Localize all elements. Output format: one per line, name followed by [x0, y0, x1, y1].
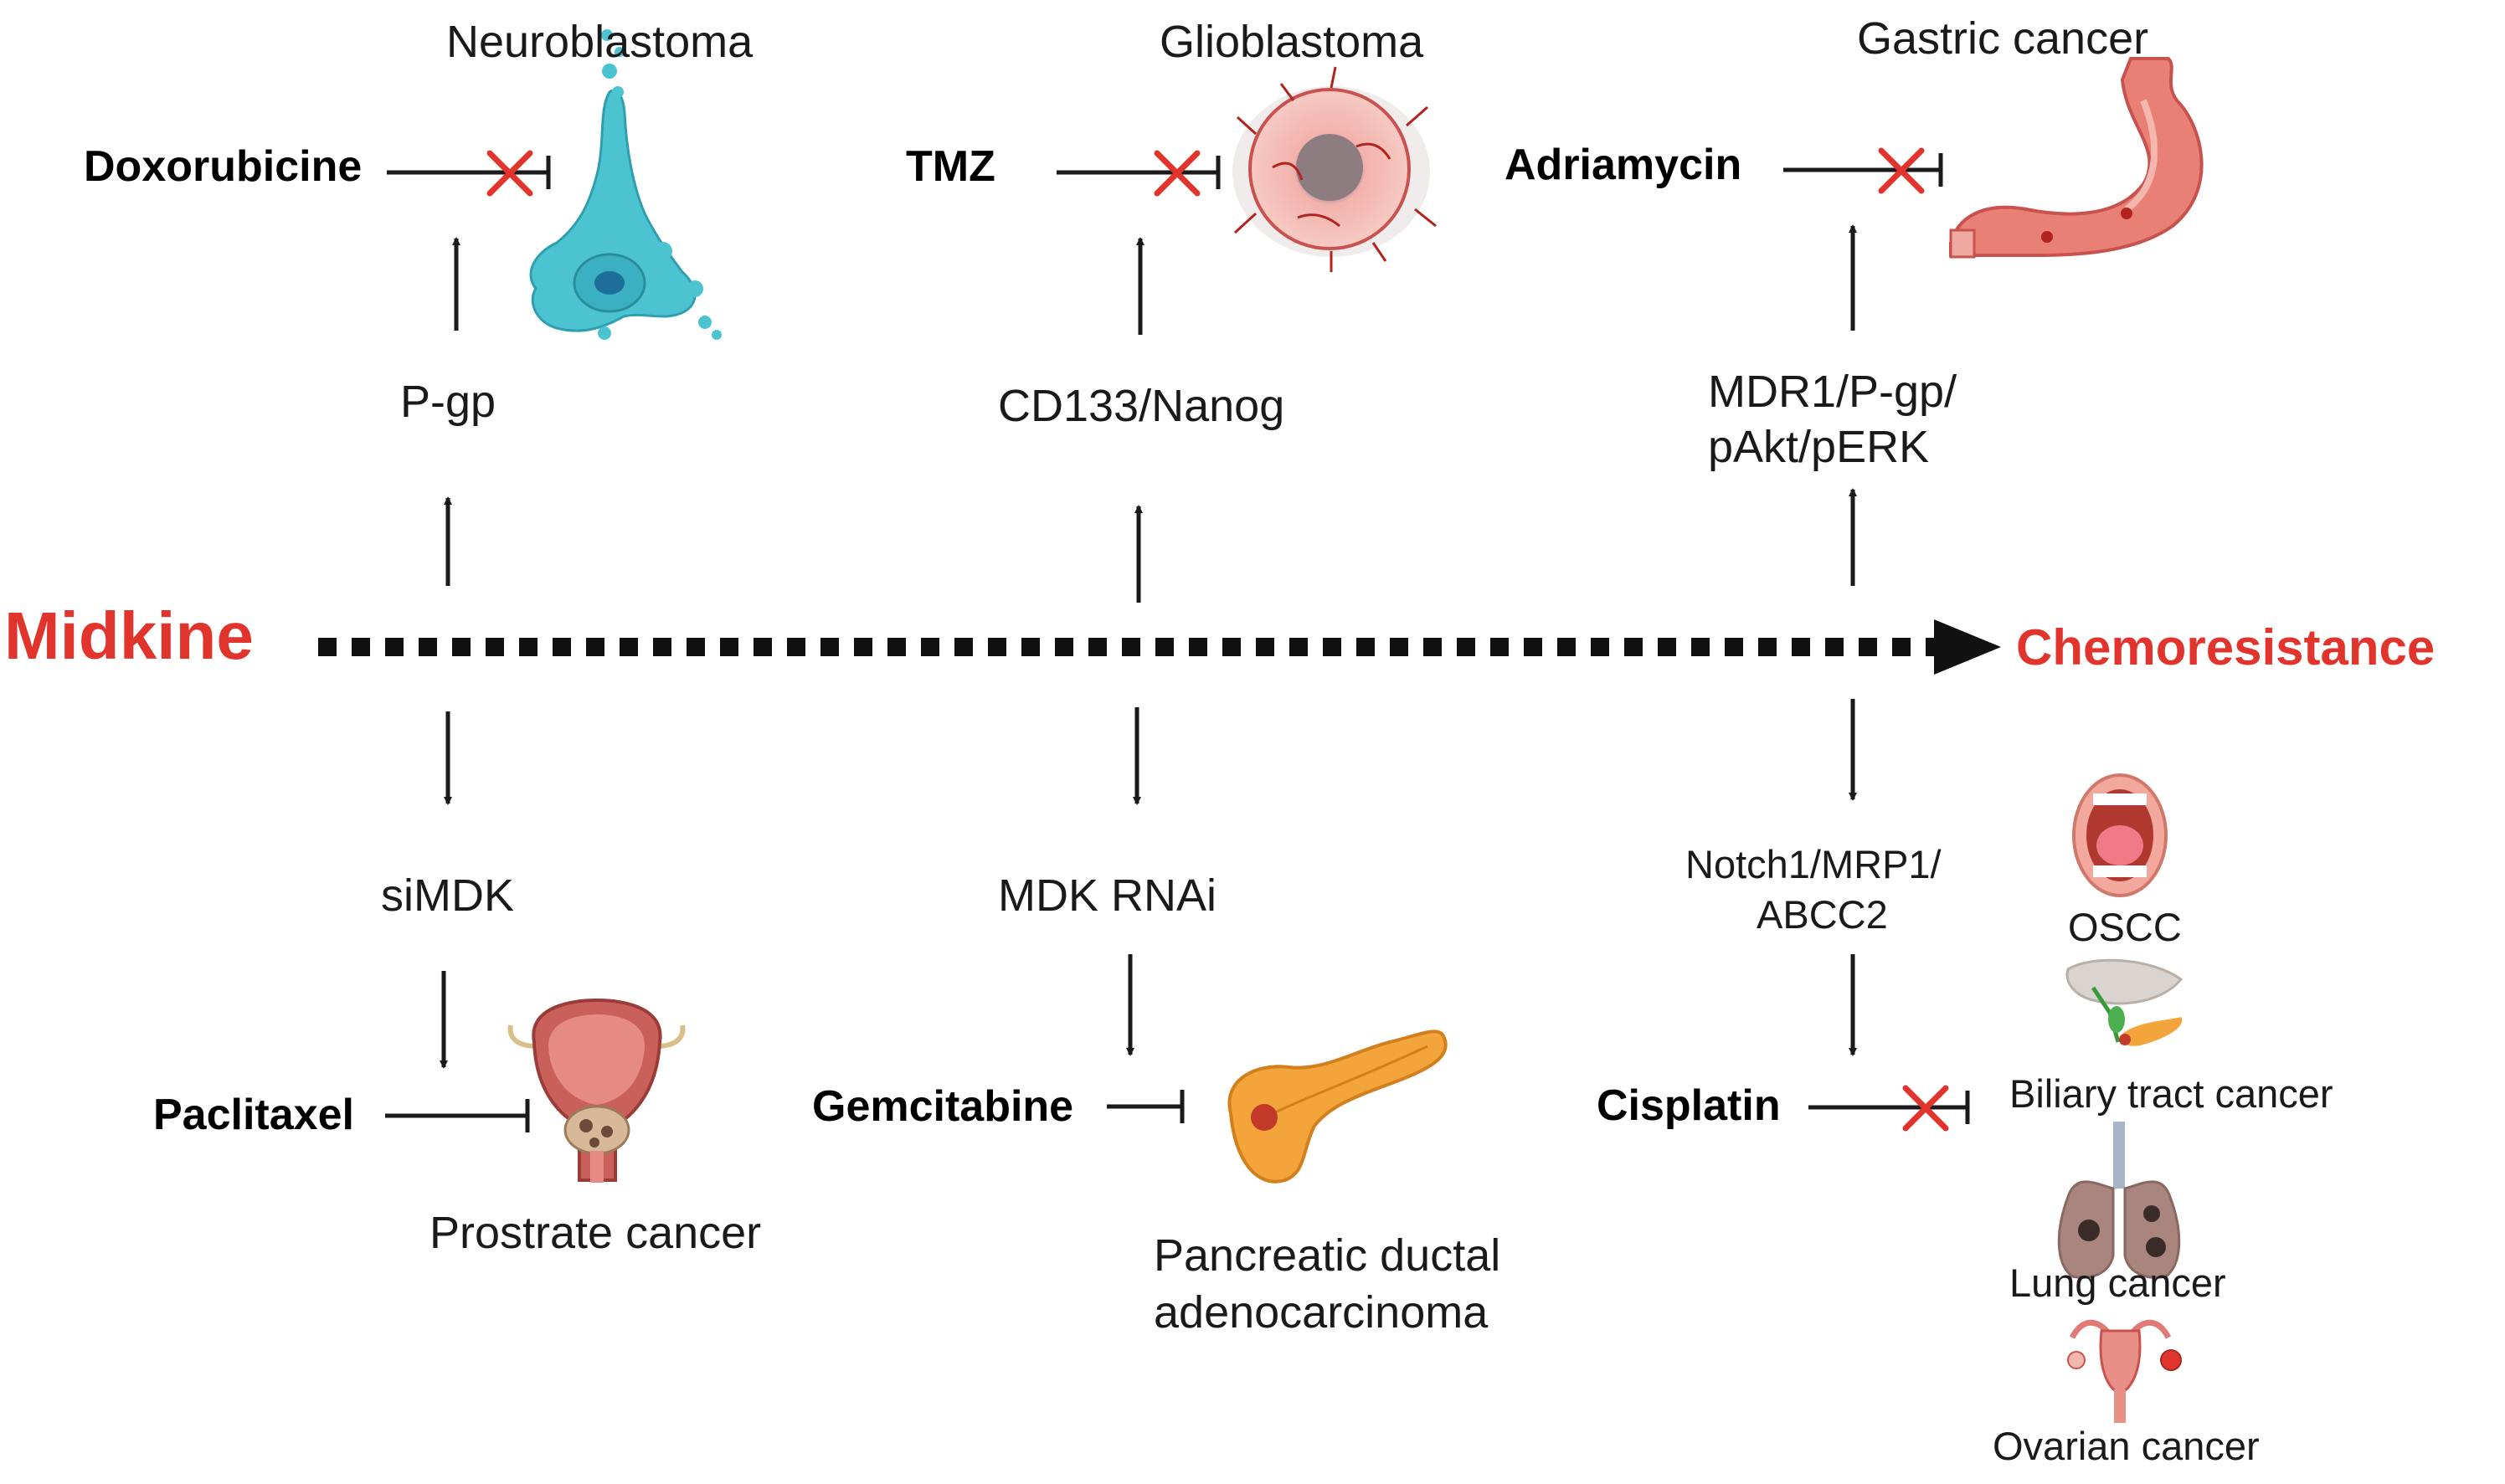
cancer-label-gastric: Gastric cancer: [1857, 13, 2149, 64]
drug-label-gemcitabine: Gemcitabine: [812, 1082, 1074, 1131]
x-mark-doxorubicine: [486, 150, 533, 197]
mediator-label-pgp: P-gp: [400, 377, 496, 427]
biliary-tract-icon: [2065, 958, 2184, 1046]
neuroblastoma-cell-icon: [529, 29, 722, 340]
pancreas-icon: [1227, 1030, 1448, 1184]
target-label: Chemoresistance: [2016, 619, 2436, 675]
cancer-label-ovarian: Ovarian cancer: [1993, 1424, 2260, 1468]
cancer-label-neuroblastoma: Neuroblastoma: [446, 17, 754, 67]
mouth-icon: [2072, 773, 2168, 897]
drug-label-cisplatin: Cisplatin: [1597, 1081, 1781, 1130]
glioblastoma-tumor-icon: [1232, 66, 1437, 272]
stomach-icon: [1949, 57, 2204, 259]
cancer-label-pdac-line2: adenocarcinoma: [1154, 1287, 1489, 1338]
mediator-label-notch1-line1: Notch1/MRP1/: [1685, 842, 1942, 886]
cancer-label-pdac-line1: Pancreatic ductal: [1154, 1230, 1501, 1281]
cancer-label-biliary: Biliary tract cancer: [2009, 1071, 2333, 1116]
x-mark-adriamycin: [1878, 147, 1925, 194]
mediator-label-simdk: siMDK: [381, 870, 514, 921]
drug-label-adriamycin: Adriamycin: [1505, 141, 1742, 189]
mediator-label-notch1-line2: ABCC2: [1757, 892, 1888, 937]
x-mark-cisplatin: [1902, 1085, 1949, 1132]
uterus-ovaries-icon: [2067, 1319, 2182, 1423]
mediator-label-cd133-nanog: CD133/Nanog: [998, 381, 1285, 431]
inhibition-lines: [385, 153, 1970, 1132]
cancer-label-lung: Lung cancer: [2009, 1261, 2226, 1305]
mediator-label-mdr1-line2: pAkt/pERK: [1708, 422, 1930, 472]
cancer-label-prostrate: Prostrate cancer: [430, 1208, 762, 1258]
main-dotted-arrow: [318, 619, 2001, 675]
source-label: Midkine: [4, 598, 254, 673]
cancer-label-glioblastoma: Glioblastoma: [1160, 17, 1424, 67]
drug-label-doxorubicine: Doxorubicine: [84, 142, 363, 191]
block-x-marks: [486, 147, 1949, 1132]
mediator-label-mdr1-line1: MDR1/P-gp/: [1708, 367, 1957, 417]
mediator-label-mdk-rnai: MDK RNAi: [998, 870, 1217, 921]
prostate-bladder-icon: [507, 998, 686, 1183]
cancer-label-oscc: OSCC: [2068, 905, 2182, 949]
lungs-icon: [2057, 1122, 2181, 1279]
col1-arrows: [440, 237, 460, 1069]
drug-label-tmz: TMZ: [906, 142, 995, 191]
drug-label-paclitaxel: Paclitaxel: [153, 1091, 354, 1139]
x-mark-tmz: [1154, 150, 1201, 197]
col2-arrows: [1126, 237, 1144, 1056]
